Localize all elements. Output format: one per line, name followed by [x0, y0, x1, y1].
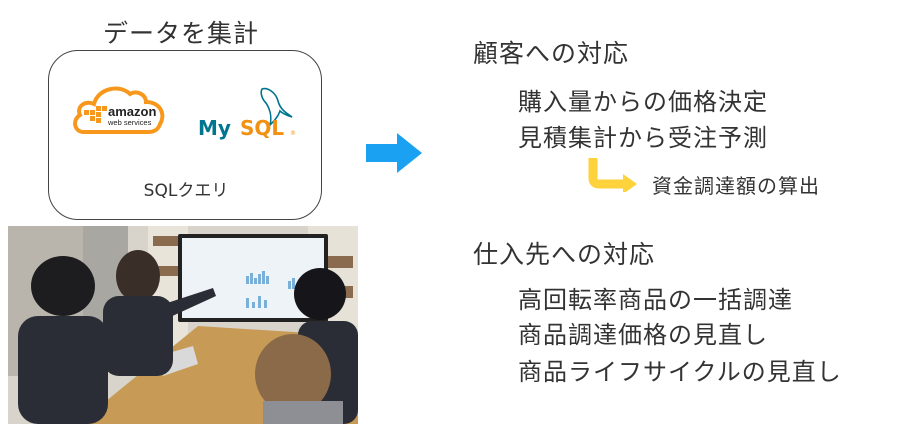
customer-item-2: 見積集計から受注予測 — [518, 124, 768, 152]
svg-text:SQL: SQL — [240, 116, 284, 140]
aggregate-title: データを集計 — [103, 19, 260, 48]
supplier-section-heading: 仕入先への対応 — [473, 240, 656, 269]
svg-text:®: ® — [290, 130, 296, 137]
svg-text:My: My — [198, 116, 231, 140]
supplier-item-1: 高回転率商品の一括調達 — [518, 286, 793, 314]
customer-section-heading: 顧客への対応 — [473, 39, 630, 68]
customer-item-1: 購入量からの価格決定 — [518, 88, 768, 116]
team-meeting-photo — [8, 226, 358, 424]
supplier-item-3: 商品ライフサイクルの見直し — [518, 358, 842, 386]
turn-right-arrow-icon — [588, 158, 637, 192]
funding-calc-label: 資金調達額の算出 — [652, 174, 820, 198]
supplier-item-2: 商品調達価格の見直し — [518, 321, 768, 349]
mysql-logo-icon: My SQL ® — [198, 87, 296, 140]
tools-box: SQLクエリ — [48, 50, 322, 220]
svg-text:amazon: amazon — [108, 104, 156, 119]
right-arrow-icon — [366, 133, 422, 173]
sql-query-label: SQLクエリ — [143, 181, 229, 201]
aws-logo-icon: amazon web services — [73, 86, 165, 134]
svg-text:web services: web services — [107, 118, 152, 127]
